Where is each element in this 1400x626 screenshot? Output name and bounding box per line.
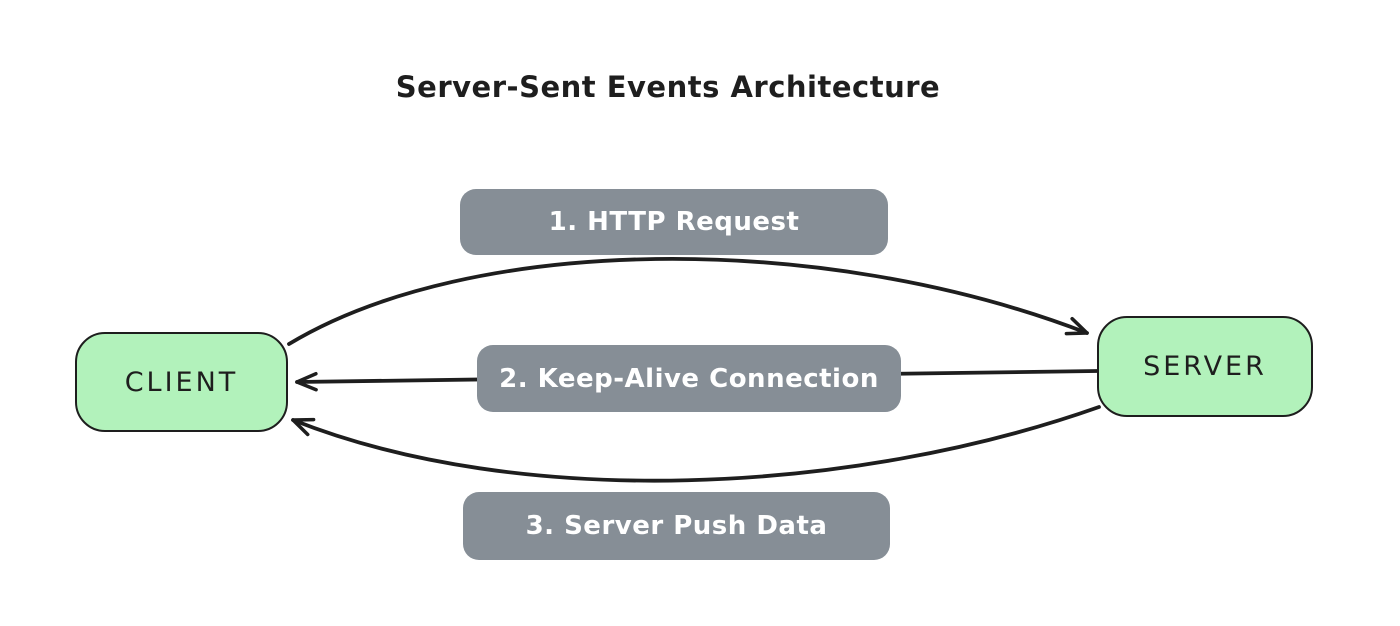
- server-node-label: SERVER: [1143, 351, 1267, 382]
- arrow-server-push-data: [291, 405, 1101, 483]
- step-label-keep-alive-connection: 2. Keep-Alive Connection: [477, 345, 901, 412]
- server-node: SERVER: [1097, 316, 1313, 417]
- step-label-http-request: 1. HTTP Request: [460, 189, 888, 255]
- arrow-http-request: [287, 257, 1089, 346]
- step-label-server-push-data: 3. Server Push Data: [463, 492, 890, 560]
- client-node-label: CLIENT: [124, 366, 239, 398]
- client-node: CLIENT: [75, 332, 288, 432]
- diagram-title: Server-Sent Events Architecture: [395, 70, 941, 104]
